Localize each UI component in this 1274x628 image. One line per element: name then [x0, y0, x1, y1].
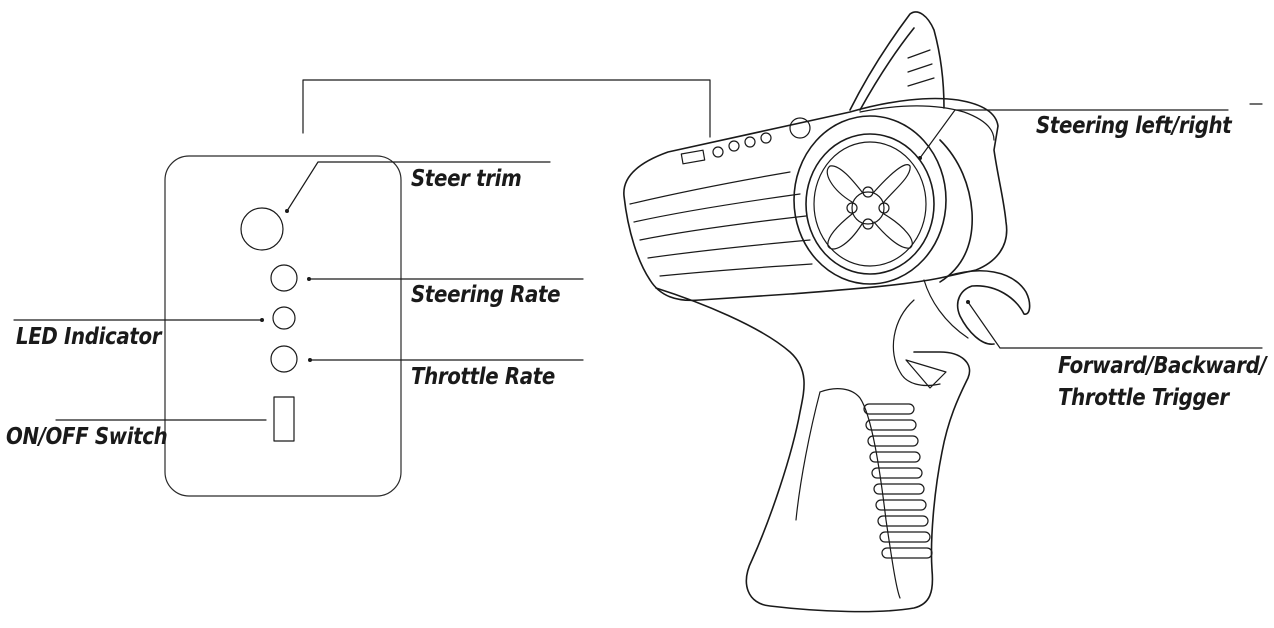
label-throttle-trigger-line2: Throttle Trigger — [1058, 385, 1229, 411]
throttle-rate-leader-dot — [308, 358, 312, 362]
trigger-leader-dot — [966, 300, 970, 304]
antenna — [849, 11, 945, 111]
label-throttle-trigger-line1: Forward/Backward/ — [1058, 353, 1267, 379]
steering-rate-leader-dot — [307, 277, 311, 281]
top-button-1 — [712, 146, 724, 158]
top-button-4 — [760, 132, 772, 144]
label-led-indicator: LED Indicator — [16, 324, 162, 350]
label-steering-left-right: Steering left/right — [1036, 113, 1232, 139]
throttle-trigger — [947, 270, 1031, 345]
steer-trim-leader — [286, 161, 551, 212]
steering-leader — [919, 109, 1229, 159]
top-trim-knob — [789, 117, 811, 139]
steering-leader-dot — [918, 156, 922, 160]
label-steering-rate: Steering Rate — [411, 282, 561, 308]
label-on-off-switch: ON/OFF Switch — [6, 424, 168, 450]
transmitter-handle — [655, 287, 971, 613]
label-throttle-trigger: Forward/Backward/ Throttle Trigger — [1058, 350, 1267, 414]
steering-rate-knob — [270, 264, 298, 292]
throttle-rate-knob — [270, 345, 298, 373]
led-indicator — [272, 306, 296, 330]
steering-wheel — [793, 115, 973, 285]
led-indicator-leader-dot — [260, 318, 264, 322]
label-throttle-rate: Throttle Rate — [411, 364, 555, 390]
on-off-switch — [273, 396, 295, 442]
label-steer-trim: Steer trim — [411, 166, 522, 192]
rc-transmitter-drawing — [623, 11, 1031, 613]
steer-trim-knob — [240, 207, 284, 251]
panel-connector-line — [302, 79, 711, 138]
top-button-2 — [728, 140, 740, 152]
steer-trim-leader-dot — [285, 209, 289, 213]
transmitter-head — [623, 97, 1008, 302]
trigger-leader — [967, 301, 1263, 349]
top-button-3 — [744, 136, 756, 148]
control-panel — [164, 155, 402, 497]
grip-ridges — [863, 403, 933, 559]
top-slot — [680, 149, 706, 165]
